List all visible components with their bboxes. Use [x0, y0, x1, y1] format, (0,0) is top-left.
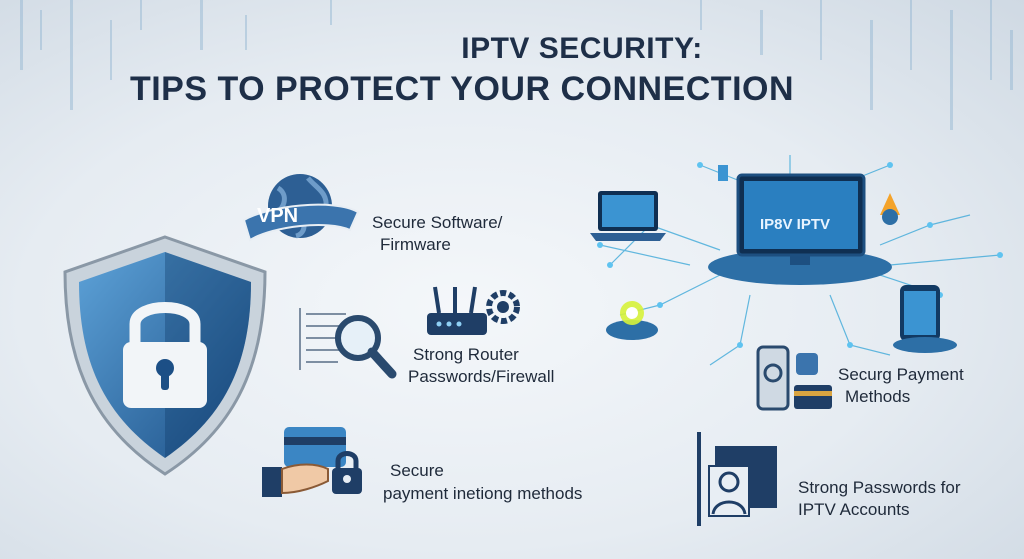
iptv-network-illustration — [590, 155, 1003, 366]
phone-payment-icon — [756, 345, 832, 411]
strong-passwords-label-line-1: Strong Passwords for — [798, 478, 961, 497]
securg-payment-label-line-2: Methods — [845, 387, 911, 406]
securg-payment-label-line-1: Securg Payment — [838, 365, 964, 384]
page-title-line-1: IPTV SECURITY: — [461, 32, 703, 65]
vpn-badge-text: VPN — [257, 205, 299, 227]
secure-payment-label-line-1: Secure — [390, 461, 444, 480]
page-title-line-2: TIPS TO PROTECT YOUR CONNECTION — [129, 70, 795, 108]
magnifier-document-icon — [299, 308, 397, 379]
strong-router-label-line-1: Strong Router — [413, 345, 519, 364]
secure-software-label-line-2: Firmware — [380, 235, 451, 254]
shield-lock-icon — [63, 235, 267, 476]
monitor-screen-text: IP8V IPTV — [760, 216, 831, 233]
user-account-icon — [697, 432, 777, 526]
card-lock-icon — [262, 427, 362, 497]
secure-software-label-line-1: Secure Software/ — [372, 213, 503, 232]
vpn-globe-icon — [242, 174, 360, 242]
strong-passwords-label-line-2: IPTV Accounts — [798, 500, 910, 519]
router-icon — [427, 286, 520, 335]
secure-payment-label-line-2: payment inetiong methods — [383, 484, 583, 503]
strong-router-label-line-2: Passwords/Firewall — [408, 367, 555, 386]
